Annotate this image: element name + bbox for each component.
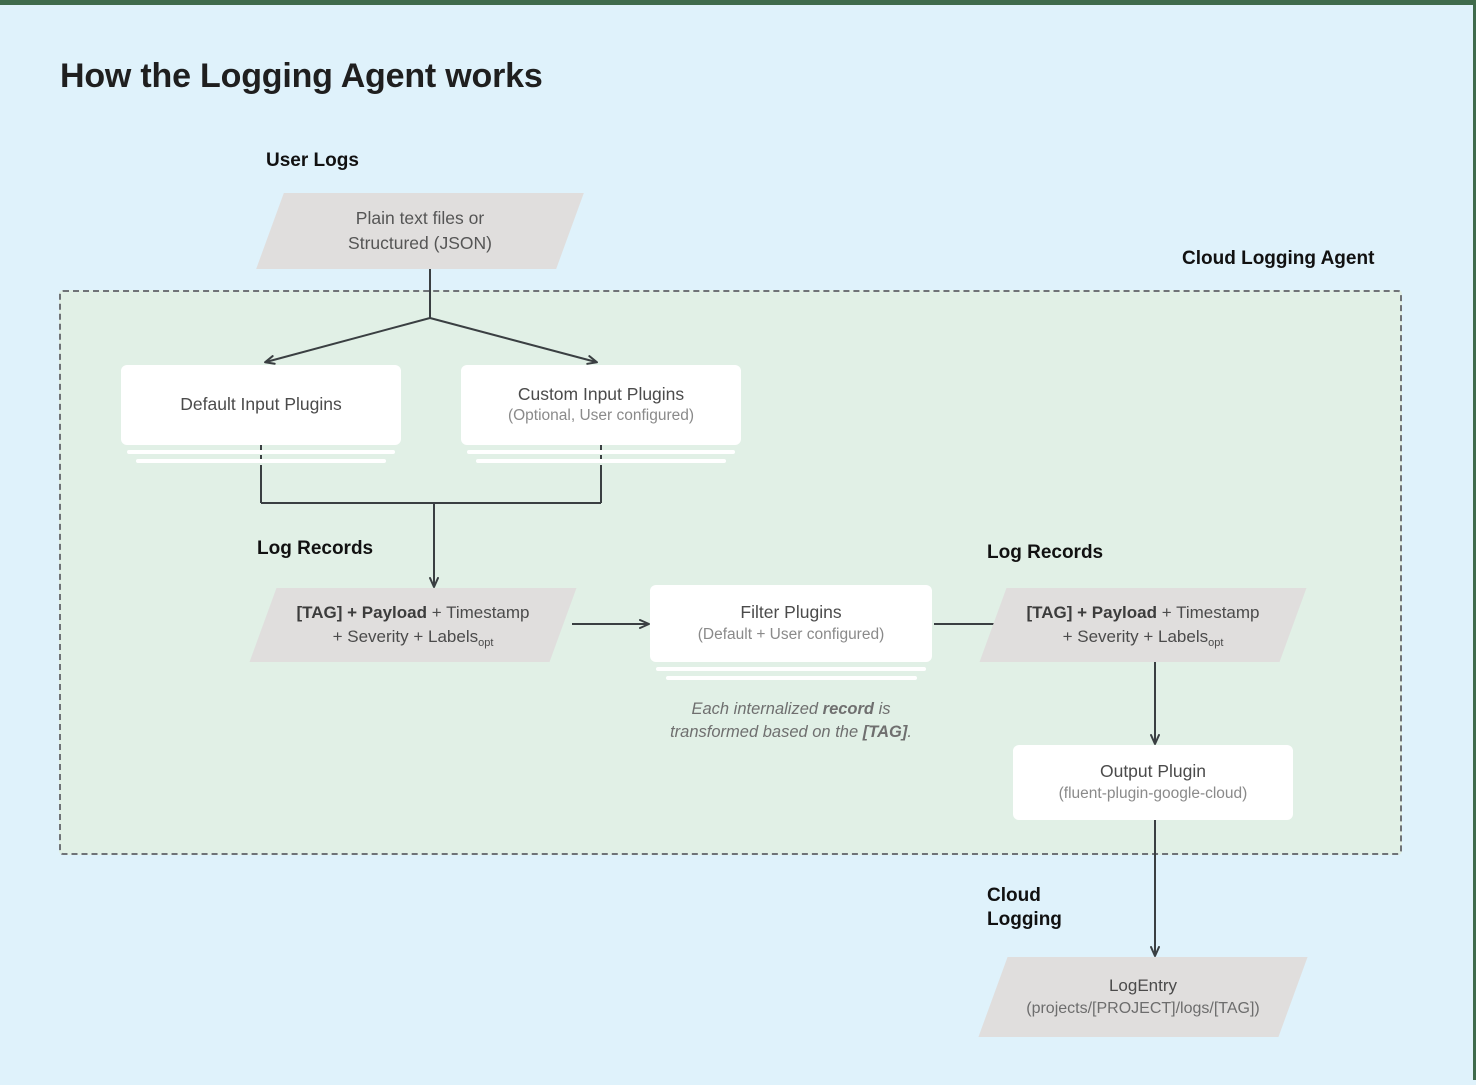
node-user-logs-source: Plain text files or Structured (JSON) <box>256 193 584 269</box>
log-entry-subtitle: (projects/[PROJECT]/logs/[TAG]) <box>1026 999 1260 1017</box>
page-title: How the Logging Agent works <box>60 57 543 95</box>
log-record-right-line-1: [TAG] + Payload + Timestamp <box>1026 602 1260 622</box>
log-entry-title: LogEntry <box>1108 975 1178 995</box>
custom-input-plugins-title: Custom Input Plugins <box>517 383 685 404</box>
edge-split-to-custom-input <box>429 317 598 365</box>
node-default-input-plugins[interactable]: Default Input Plugins <box>121 365 401 463</box>
output-plugin-subtitle: (fluent-plugin-google-cloud) <box>1058 784 1248 802</box>
default-input-plugins-title: Default Input Plugins <box>180 394 342 415</box>
user-logs-line-2: Structured (JSON) <box>348 233 492 253</box>
edge-split-to-default-input <box>264 317 431 365</box>
label-log-records-right: Log Records <box>987 542 1104 563</box>
filter-plugins-title: Filter Plugins <box>740 602 842 623</box>
output-plugin-title: Output Plugin <box>1099 761 1207 782</box>
label-user-logs: User Logs <box>266 150 359 171</box>
node-filter-plugins[interactable]: Filter Plugins (Default + User configure… <box>650 585 932 680</box>
annotation-line-2: transformed based on the [TAG]. <box>670 723 912 742</box>
node-output-plugin[interactable]: Output Plugin (fluent-plugin-google-clou… <box>1013 745 1293 820</box>
connector-layer <box>260 269 1160 957</box>
label-log-records-left: Log Records <box>257 538 374 559</box>
node-custom-input-plugins[interactable]: Custom Input Plugins (Optional, User con… <box>461 365 741 463</box>
label-cloud-logging: Cloud Logging <box>987 885 1062 931</box>
log-record-left-line-1: [TAG] + Payload + Timestamp <box>296 602 530 622</box>
log-record-right-line-2: + Severity + Labelsopt <box>1062 627 1224 649</box>
label-cloud-logging-agent: Cloud Logging Agent <box>1182 248 1375 269</box>
user-logs-line-1: Plain text files or <box>355 208 485 229</box>
annotation-line-1: Each internalized record is <box>691 700 891 718</box>
node-log-entry: LogEntry (projects/[PROJECT]/logs/[TAG]) <box>978 957 1308 1037</box>
node-log-record-right: [TAG] + Payload + Timestamp + Severity +… <box>979 588 1307 662</box>
custom-input-plugins-subtitle: (Optional, User configured) <box>507 407 695 425</box>
filter-plugins-subtitle: (Default + User configured) <box>697 625 885 643</box>
node-log-record-left: [TAG] + Payload + Timestamp + Severity +… <box>249 588 577 662</box>
log-record-left-line-2: + Severity + Labelsopt <box>332 627 494 649</box>
annotation-record-transform: Each internalized record is transformed … <box>630 698 952 745</box>
